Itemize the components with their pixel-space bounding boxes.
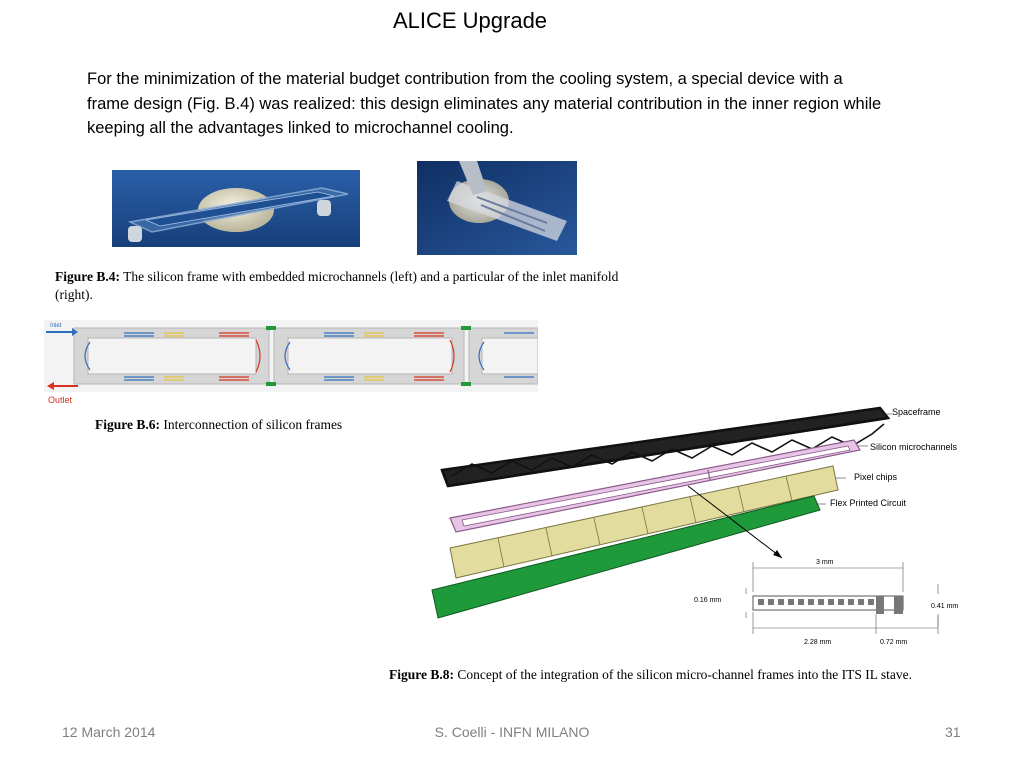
pixel-chips	[449, 465, 839, 579]
outlet-label: Outlet	[48, 395, 73, 405]
dim-width: 3 mm	[816, 559, 834, 566]
figure-b4-caption: Figure B.4: The silicon frame with embed…	[55, 268, 645, 304]
figure-b4-label: Figure B.4:	[55, 269, 120, 284]
microchannel-frame	[449, 439, 861, 533]
stave-exploded-view: Spaceframe Silicon microchannels Pixel c…	[428, 400, 988, 655]
figure-b6-label: Figure B.6:	[95, 417, 160, 432]
slide-title: ALICE Upgrade	[392, 8, 548, 33]
label-spaceframe: Spaceframe	[892, 407, 941, 417]
silicon-frame-photo	[112, 170, 360, 247]
dim-end-span: 0.72 mm	[880, 639, 907, 646]
figure-b6-caption: Figure B.6: Interconnection of silicon f…	[95, 416, 415, 434]
frame-interconnection-diagram: Inlet Outlet	[44, 320, 539, 410]
dim-thickness: 0.16 mm	[694, 597, 721, 604]
dim-channel-span: 2.28 mm	[804, 639, 831, 646]
figure-b8-label: Figure B.8:	[389, 667, 454, 682]
figure-b8-text: Concept of the integration of the silico…	[457, 667, 912, 682]
inlet-manifold-photo	[417, 161, 577, 255]
inlet-label: Inlet	[50, 323, 62, 329]
footer-date: 12 March 2014	[62, 724, 156, 740]
figure-b6-text: Interconnection of silicon frames	[163, 417, 343, 432]
cross-section-drawing	[745, 562, 939, 634]
footer-page-number: 31	[945, 724, 961, 740]
spaceframe-truss	[440, 406, 891, 488]
dim-height: 0.41 mm	[931, 603, 958, 610]
flex-printed-circuit	[431, 495, 821, 619]
footer-author: S. Coelli - INFN MILANO	[434, 724, 590, 740]
label-microchannels: Silicon microchannels	[870, 442, 958, 452]
label-flex: Flex Printed Circuit	[830, 498, 907, 508]
figure-b8-caption: Figure B.8: Concept of the integration o…	[389, 666, 1001, 684]
label-pixel-chips: Pixel chips	[854, 472, 898, 482]
intro-paragraph: For the minimization of the material bud…	[87, 70, 882, 137]
figure-b4-text: The silicon frame with embedded microcha…	[55, 269, 619, 302]
